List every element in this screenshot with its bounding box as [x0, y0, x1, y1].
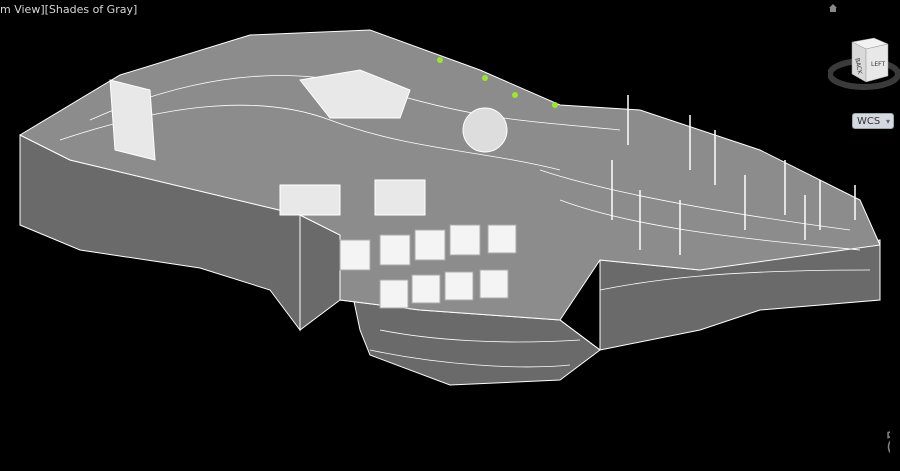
buildings: [109, 69, 426, 216]
viewcube-face-back[interactable]: BACK: [853, 58, 863, 76]
vegetation: [437, 57, 558, 108]
svg-text:حراج: حراج: [885, 412, 890, 458]
dome: [462, 107, 508, 153]
view-control[interactable]: m View]: [0, 3, 45, 16]
ucs-dropdown[interactable]: WCS ▾: [852, 113, 894, 129]
viewcube[interactable]: BACK LEFT: [828, 30, 900, 100]
haraj-watermark-logo: حراج: [884, 411, 890, 459]
viewport-controls-label[interactable]: m View][Shades of Gray]: [0, 3, 137, 16]
ucs-label: WCS: [857, 116, 881, 127]
home-icon[interactable]: [828, 3, 838, 13]
houses: [339, 224, 517, 309]
terrain-side-front: [299, 214, 601, 386]
wind-turbines: [611, 95, 856, 255]
chevron-down-icon: ▾: [885, 117, 890, 126]
viewcube-face-left[interactable]: LEFT: [871, 61, 885, 68]
visual-style-control[interactable]: [Shades of Gray]: [44, 3, 138, 16]
